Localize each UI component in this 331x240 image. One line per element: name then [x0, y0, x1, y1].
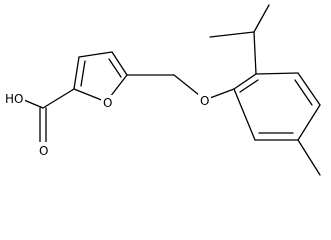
bond-ch2-o — [173, 74, 200, 96]
bond-ring-isopropyl — [253, 31, 257, 75]
bond-ring-methyl — [297, 139, 321, 176]
bond-benzene-c3-c4 — [297, 72, 321, 106]
bond-benzene-c6-c1 — [233, 88, 256, 141]
furan-oxygen-label: O — [103, 96, 112, 110]
ether-oxygen-label: O — [200, 94, 209, 108]
bond-isopropyl-methyl-b — [253, 4, 270, 33]
bond-benzene-c3-c4-inner — [294, 79, 313, 106]
hydroxyl-label: HO — [5, 92, 23, 106]
bond-isopropyl-methyl-a — [209, 31, 255, 38]
bond-furan-c5-o — [109, 74, 128, 98]
bond-furan-c4-c5 — [111, 51, 128, 76]
bond-furan-c2-c3-inner — [80, 60, 86, 87]
bond-benzene-c2-c3 — [255, 72, 299, 75]
bond-furan-c4-c5-inner — [108, 58, 122, 78]
bond-furan-o-c2 — [73, 88, 105, 102]
bond-furan-c2-c3 — [73, 56, 80, 90]
structure-diagram: HO O O O — [3, 4, 321, 176]
bond-benzene-c4-c5 — [297, 104, 321, 141]
bond-carboxyl-c-ring — [42, 88, 75, 109]
bond-carboxyl-c-oh — [23, 99, 44, 109]
bond-furan-c3-c4 — [78, 51, 113, 58]
bond-benzene-c1-c2-inner — [239, 79, 259, 93]
bond-benzene-c1-c2 — [233, 73, 257, 90]
bond-o-aryl — [209, 88, 235, 99]
molecule-structure: HO O O O — [3, 4, 321, 176]
carbonyl-oxygen-label: O — [39, 144, 48, 158]
